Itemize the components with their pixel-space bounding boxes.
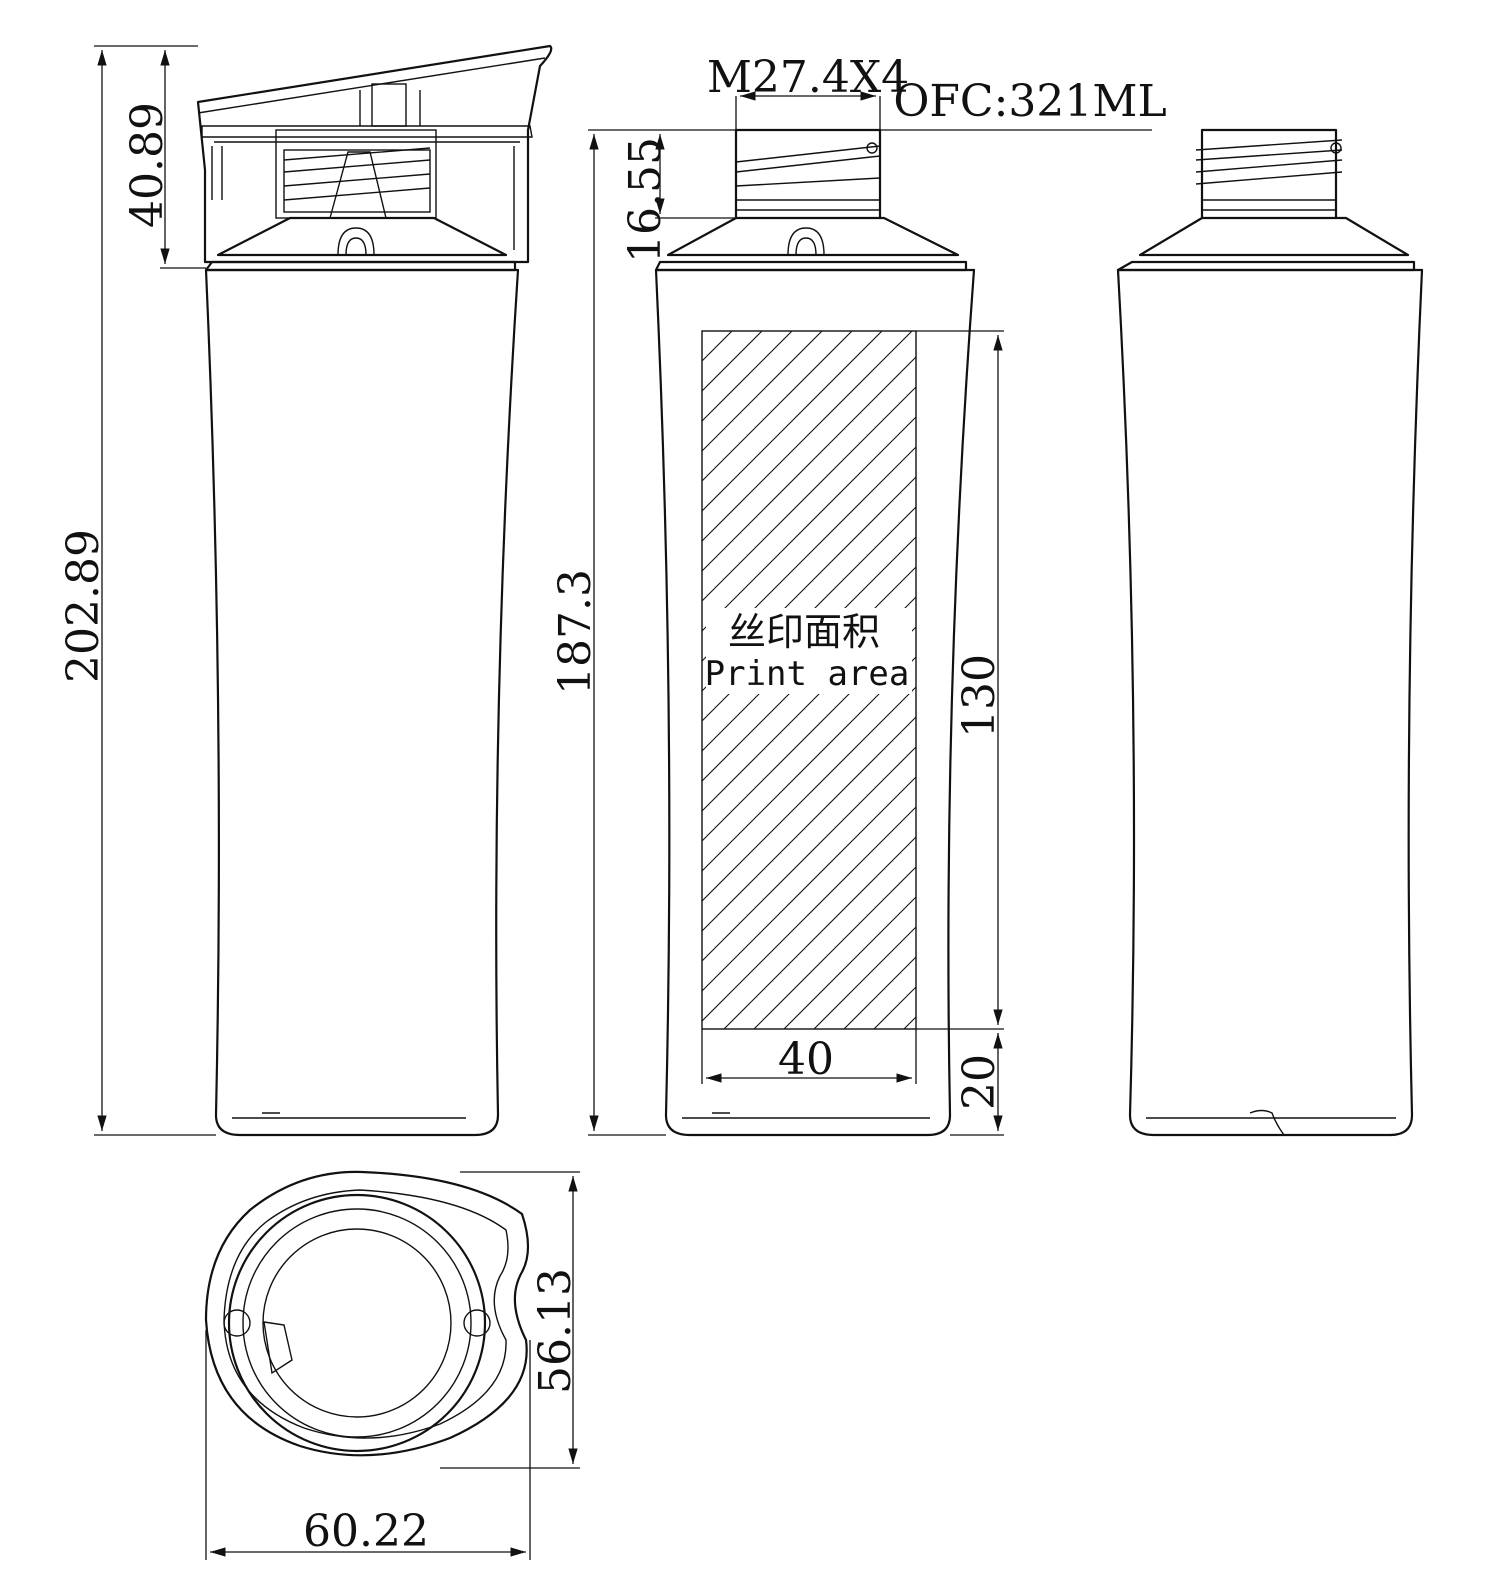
hatch-line <box>702 331 853 482</box>
side-view-with-cap <box>196 44 553 1137</box>
base-width-label: 60.22 <box>303 1506 429 1557</box>
hatch-line <box>702 331 823 452</box>
hatch-line <box>702 331 883 512</box>
dimension-total-height: 202.89 <box>58 45 216 1136</box>
cap-height-label: 40.89 <box>122 102 173 228</box>
bottle-body-outline <box>204 268 520 1137</box>
hatch-line <box>702 1077 916 1291</box>
dimension-neck-height: 16.55 <box>620 134 736 263</box>
hatch-line <box>702 1167 916 1381</box>
hatch-line <box>702 1137 916 1351</box>
front-view-print-area: 丝印面积 Print area <box>654 128 976 1441</box>
hatch-line <box>753 866 916 1029</box>
hatch-line <box>702 686 916 902</box>
dimension-base-width: 60.22 <box>205 1330 531 1560</box>
print-area-label-en: Print area <box>705 654 910 694</box>
hatch-line <box>702 331 763 392</box>
print-height-label: 130 <box>954 654 1005 738</box>
dimension-print-height: 130 <box>916 330 1005 1030</box>
dimension-base-depth: 56.13 <box>440 1171 581 1469</box>
hatch-line <box>702 1197 916 1411</box>
hatch-line <box>702 331 913 542</box>
hatch-line <box>702 716 916 932</box>
print-width-label: 40 <box>778 1034 834 1085</box>
hatch-line <box>702 806 916 1022</box>
total-height-label: 202.89 <box>58 529 109 683</box>
hatch-line <box>702 1227 916 1441</box>
bottle-body-outline <box>1116 268 1424 1137</box>
hatch-line <box>702 416 916 632</box>
bottle-body-outline <box>654 268 976 1137</box>
side-view-no-cap <box>1116 128 1424 1137</box>
dimension-bottle-height: 187.3 <box>550 129 736 1136</box>
hatch-line <box>702 386 916 602</box>
dimension-thread: M27.4X4 OFC:321ML <box>707 52 1167 131</box>
hatch-line <box>723 836 916 1029</box>
dimension-print-width: 40 <box>701 1029 917 1085</box>
hatch-line <box>702 356 916 572</box>
print-area-box <box>701 330 917 1030</box>
hatch-line <box>813 926 916 1029</box>
hatch-line <box>702 331 793 422</box>
flip-cap-outline <box>196 44 553 264</box>
bottle-height-label: 187.3 <box>550 569 601 695</box>
hatch-line <box>702 746 916 962</box>
hatch-line <box>702 331 703 332</box>
hatch-line <box>873 986 916 1029</box>
dimension-cap-height: 40.89 <box>122 50 206 269</box>
hatch-line <box>702 776 916 992</box>
thread-spec-label: M27.4X4 <box>707 52 909 103</box>
capacity-label: OFC:321ML <box>893 76 1166 127</box>
base-depth-label: 56.13 <box>530 1268 581 1394</box>
neck-height-label: 16.55 <box>620 137 671 263</box>
print-area-label-cn: 丝印面积 <box>728 610 880 654</box>
bottom-view <box>204 1170 530 1457</box>
dimension-print-offset: 20 <box>950 1033 1005 1136</box>
print-area-hatching <box>702 331 916 1441</box>
print-offset-label: 20 <box>954 1054 1005 1110</box>
base-outline <box>204 1170 530 1457</box>
bottle-neck <box>734 128 882 220</box>
hatch-line <box>783 896 916 1029</box>
hatch-line <box>843 956 916 1029</box>
base-ring-outer <box>227 1193 487 1453</box>
hatch-line <box>702 1107 916 1321</box>
